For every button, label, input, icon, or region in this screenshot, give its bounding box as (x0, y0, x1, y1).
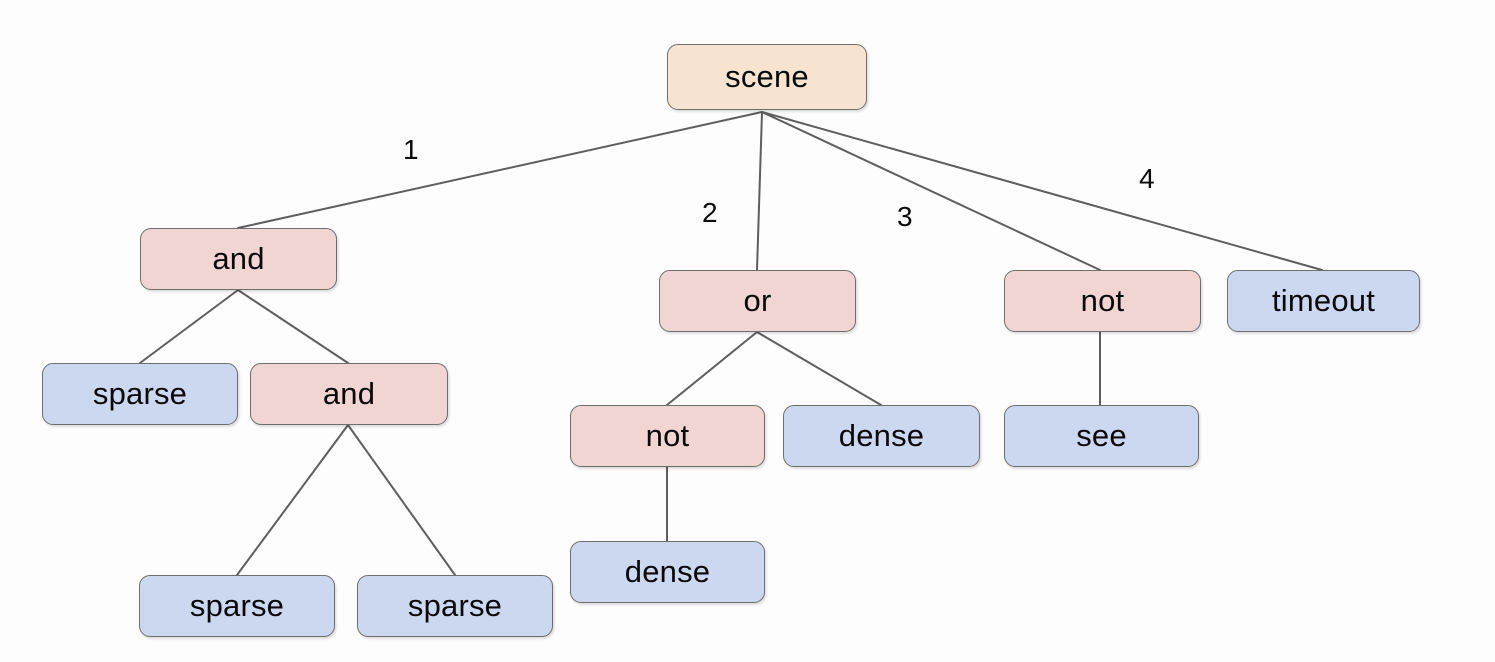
tree-node-scene[interactable]: scene (667, 44, 867, 110)
tree-edge (237, 111, 763, 229)
tree-node-or1[interactable]: or (659, 270, 856, 332)
tree-node-see1[interactable]: see (1004, 405, 1199, 467)
tree-node-label: not (645, 417, 690, 453)
tree-node-sparse1[interactable]: sparse (42, 363, 238, 425)
tree-edge (139, 289, 239, 364)
tree-node-not1[interactable]: not (1004, 270, 1201, 332)
tree-node-label: dense (838, 417, 925, 453)
tree-node-label: sparse (407, 587, 503, 623)
tree-node-and1[interactable]: and (140, 228, 337, 290)
tree-node-label: or (743, 282, 772, 318)
tree-node-label: scene (725, 58, 809, 94)
tree-node-label: and (322, 375, 376, 411)
tree-edge (756, 111, 763, 271)
tree-edge (666, 331, 758, 406)
tree-node-label: sparse (92, 375, 188, 411)
tree-node-label: not (1080, 282, 1125, 318)
tree-node-not2[interactable]: not (570, 405, 765, 467)
tree-node-label: dense (624, 553, 711, 589)
tree-node-dense1[interactable]: dense (783, 405, 980, 467)
tree-edge (761, 111, 1323, 271)
edge-order-label: 1 (403, 134, 419, 165)
edge-order-label: 4 (1139, 163, 1155, 194)
tree-node-dense2[interactable]: dense (570, 541, 765, 603)
tree-node-label: timeout (1271, 282, 1376, 318)
tree-node-label: sparse (189, 587, 285, 623)
tree-node-sparse3[interactable]: sparse (357, 575, 553, 637)
tree-node-label: see (1076, 417, 1127, 453)
tree-edge (347, 424, 456, 576)
tree-node-timeout1[interactable]: timeout (1227, 270, 1420, 332)
tree-edge (756, 331, 882, 406)
tree-edge (236, 424, 349, 576)
tree-node-sparse2[interactable]: sparse (139, 575, 335, 637)
edge-order-label: 3 (897, 201, 913, 232)
tree-node-label: and (212, 240, 265, 276)
edge-order-label: 2 (702, 197, 718, 228)
tree-edge (237, 289, 349, 364)
tree-node-and2[interactable]: and (250, 363, 448, 425)
tree-edge (761, 111, 1101, 271)
